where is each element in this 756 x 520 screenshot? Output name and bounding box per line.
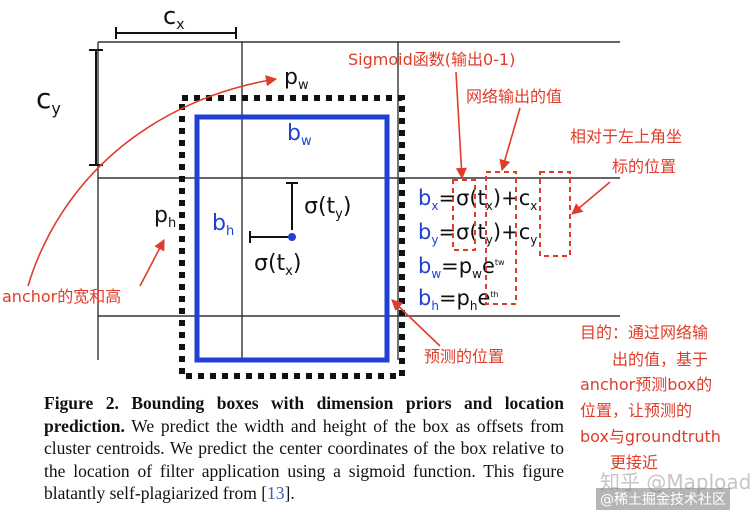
annotation-purpose-6: 更接近: [610, 453, 659, 472]
annotation-predicted-pos: 预测的位置: [424, 347, 504, 366]
arrow-predicted-pos: [391, 299, 441, 347]
cx-dimension: [115, 27, 237, 39]
annotation-purpose-1: 目的：通过网络输: [580, 323, 708, 342]
pw-label: pw: [284, 65, 309, 93]
sigma-ty-bracket: [286, 182, 298, 230]
caption-bold: Bounding boxes with dimension priors and…: [44, 393, 564, 436]
annotation-relative-2: 标的位置: [612, 157, 676, 176]
annotation-purpose-3: anchor预测box的: [580, 375, 713, 394]
annotations: Sigmoid函数(输出0-1) 网络输出的值 相对于左上角坐 标的位置 anc…: [2, 50, 708, 369]
sigma-tx-bracket: [249, 231, 292, 243]
equations: bx=σ(tx)+cx by=σ(ty)+cy bw=pwetw bh=phet…: [418, 186, 537, 313]
annotation-anchor-wh: anchor的宽和高: [2, 287, 121, 306]
sigma-highlight: [452, 179, 476, 251]
caption-ref[interactable]: 13: [267, 483, 285, 504]
annotation-purpose-5: box与groundtruth: [580, 427, 721, 446]
highlight-boxes: [452, 171, 571, 305]
equation-bx: bx=σ(tx)+cx: [418, 186, 537, 213]
caption-label: Figure 2.: [44, 393, 119, 413]
arrow-sigmoid: [455, 71, 468, 180]
watermark-juejin: @稀土掘金技术社区: [596, 488, 730, 510]
arrow-network-output: [499, 107, 521, 172]
annotation-network-output: 网络输出的值: [466, 87, 562, 106]
equation-bw: bw=pwetw: [418, 254, 505, 281]
equation-bh: bh=pheth: [418, 286, 499, 313]
annotation-sigmoid: Sigmoid函数(输出0-1): [348, 50, 515, 69]
arrow-relative: [571, 181, 611, 215]
c-highlight: [539, 171, 571, 257]
arrow-anchor-to-pw: [27, 75, 278, 287]
cx-label: cx: [163, 2, 185, 33]
cy-label: cy: [36, 82, 61, 118]
anchor-prior-box: [179, 95, 405, 379]
arrow-anchor-to-ph: [139, 239, 165, 287]
annotation-purpose-4: 位置，让预测的: [580, 401, 693, 420]
caption-text: We predict the width and height of the b…: [44, 415, 564, 504]
sigma-ty-label: σ(ty): [304, 194, 351, 222]
yolo-bbox-diagram: cx cy pw ph bw bh σ(ty) σ(tx) bx=σ(tx)+c…: [2, 2, 708, 379]
cy-dimension: [89, 49, 103, 166]
equation-by: by=σ(ty)+cy: [418, 220, 537, 247]
caption-end: ].: [284, 483, 295, 504]
annotation-relative-1: 相对于左上角坐: [570, 127, 682, 146]
ph-label: ph: [154, 203, 176, 231]
bh-label: bh: [212, 211, 234, 239]
predicted-box: [194, 114, 390, 363]
figure-caption: Figure 2. Bounding boxes with dimension …: [44, 392, 564, 505]
sigma-tx-label: σ(tx): [254, 251, 301, 279]
bw-label: bw: [287, 121, 312, 149]
annotation-arrows: [27, 71, 611, 347]
center-point: [288, 233, 296, 241]
annotation-purpose-rest: anchor预测box的 位置，让预测的 box与groundtruth 更接近: [580, 372, 756, 476]
annotation-purpose-2: 出的值，基于: [612, 350, 708, 369]
